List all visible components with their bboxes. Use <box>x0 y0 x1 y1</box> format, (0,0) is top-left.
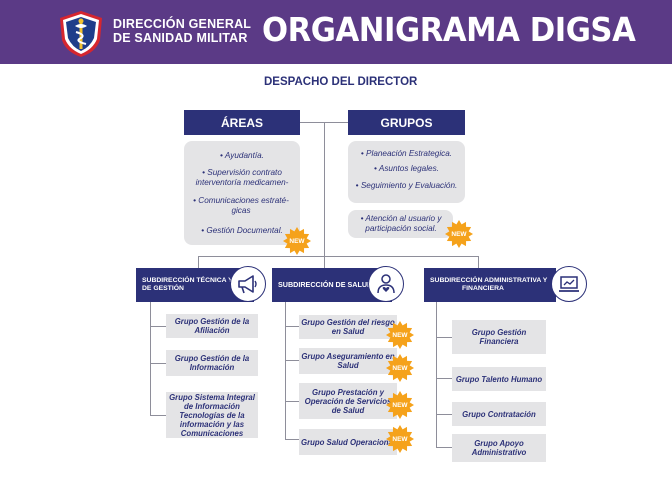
connector-sub3-drop <box>478 256 479 268</box>
grupo-gestion-afiliacion: Grupo Gestión de la Afiliación <box>166 314 258 338</box>
grupo-salud-operacional: Grupo Salud Operacional <box>299 429 397 455</box>
grupo-sistema-integral: Grupo Sistema Integral de Información Te… <box>166 392 258 438</box>
starburst-icon <box>445 220 473 248</box>
new-badge-aseguramiento: NEW <box>386 354 414 382</box>
new-badge-salud-operacional: NEW <box>386 425 414 453</box>
grupos-item-seguimiento: • Seguimiento y Evaluación. <box>355 181 458 190</box>
new-badge-label: NEW <box>289 237 305 245</box>
connector-horizontal <box>198 256 478 257</box>
org-name-line2: DE SANIDAD MILITAR <box>113 31 248 45</box>
org-name: DIRECCIÓN GENERAL DE SANIDAD MILITAR <box>113 17 251 45</box>
areas-item-comunicaciones: • Comunicaciones estraté- gicas <box>193 196 289 215</box>
grupos-item-asuntos-legales: • Asuntos legales. <box>374 164 439 173</box>
page-title: ORGANIGRAMA DIGSA <box>262 10 636 49</box>
connector-sub1-drop <box>198 256 199 268</box>
subdireccion-tecnica-label-2: DE GESTIÓN <box>142 285 184 292</box>
megaphone-icon <box>230 266 266 302</box>
caduceus-shield-logo <box>58 10 104 58</box>
grupo-aseguramiento: Grupo Aseguramiento en Salud <box>299 348 397 374</box>
subdireccion-administrativa-header: SUBDIRECCIÓN ADMINISTRATIVA Y FINANCIERA <box>424 268 556 302</box>
connector-sub2-vertical <box>285 302 286 439</box>
subdireccion-tecnica-label-1: SUBDIRECCIÓN TÉCNICA Y <box>142 277 233 284</box>
new-badge-areas: NEW <box>283 227 311 255</box>
grupos-item-planeacion: • Planeación Estrategica. <box>360 149 453 158</box>
areas-panel <box>184 141 300 245</box>
starburst-icon <box>386 321 414 349</box>
grupo-gestion-informacion: Grupo Gestión de la Información <box>166 350 258 376</box>
subdireccion-administrativa-label-2: FINANCIERA <box>462 285 504 292</box>
connector-sub1-g1 <box>150 326 166 327</box>
grupos-header: GRUPOS <box>348 110 465 135</box>
connector-sub3-vertical <box>436 302 437 447</box>
connector-main-vertical <box>324 122 325 268</box>
grupo-gestion-financiera: Grupo Gestión Financiera <box>452 320 546 354</box>
grupo-contratacion: Grupo Contratación <box>452 402 546 426</box>
grupo-talento-humano: Grupo Talento Humano <box>452 367 546 391</box>
connector-sub2-g3 <box>285 401 299 402</box>
despacho-title: DESPACHO DEL DIRECTOR <box>264 76 418 88</box>
grupo-apoyo-administrativo: Grupo Apoyo Administrativo <box>452 434 546 462</box>
connector-sub2-g1 <box>285 326 299 327</box>
new-badge-label: NEW <box>451 230 467 238</box>
connector-sub3-g3 <box>436 414 452 415</box>
connector-sub2-g2 <box>285 360 299 361</box>
grupo-prestacion: Grupo Prestación y Operación de Servicio… <box>299 383 397 419</box>
starburst-icon <box>283 227 311 255</box>
areas-item-supervision: • Supervisión contrato interventoría med… <box>195 168 289 187</box>
new-badge-label: NEW <box>392 401 408 409</box>
new-badge-label: NEW <box>392 435 408 443</box>
connector-sub3-g1 <box>436 337 452 338</box>
starburst-icon <box>386 354 414 382</box>
health-person-icon <box>368 266 404 302</box>
connector-sub3-g4 <box>436 447 452 448</box>
new-badge-prestacion: NEW <box>386 391 414 419</box>
subdireccion-administrativa-label-1: SUBDIRECCIÓN ADMINISTRATIVA Y <box>430 277 548 284</box>
connector-sub2-g4 <box>285 439 299 440</box>
connector-sub1-vertical <box>150 302 151 415</box>
areas-item-gestion-documental: • Gestión Documental. <box>201 226 283 235</box>
connector-sub1-g3 <box>150 415 166 416</box>
laptop-chart-icon <box>551 266 587 302</box>
areas-header: ÁREAS <box>184 110 300 135</box>
new-badge-label: NEW <box>392 364 408 372</box>
new-badge-label: NEW <box>392 331 408 339</box>
new-badge-grupos: NEW <box>445 220 473 248</box>
grupos-extra-panel <box>348 210 453 238</box>
new-badge-riesgo: NEW <box>386 321 414 349</box>
grupos-item-atencion-usuario: • Atención al usuario y participación so… <box>360 214 442 233</box>
starburst-icon <box>386 391 414 419</box>
connector-sub1-g2 <box>150 363 166 364</box>
subdireccion-salud-label: SUBDIRECCIÓN DE SALUD <box>278 280 373 289</box>
starburst-icon <box>386 425 414 453</box>
grupos-panel <box>348 141 465 203</box>
org-name-line1: DIRECCIÓN GENERAL <box>113 17 252 31</box>
header-bar: DIRECCIÓN GENERAL DE SANIDAD MILITAR ORG… <box>0 0 672 64</box>
connector-sub3-g2 <box>436 378 452 379</box>
grupo-gestion-riesgo: Grupo Gestión del riesgo en Salud <box>299 315 397 339</box>
areas-item-ayudantia: • Ayudantía. <box>220 151 264 160</box>
